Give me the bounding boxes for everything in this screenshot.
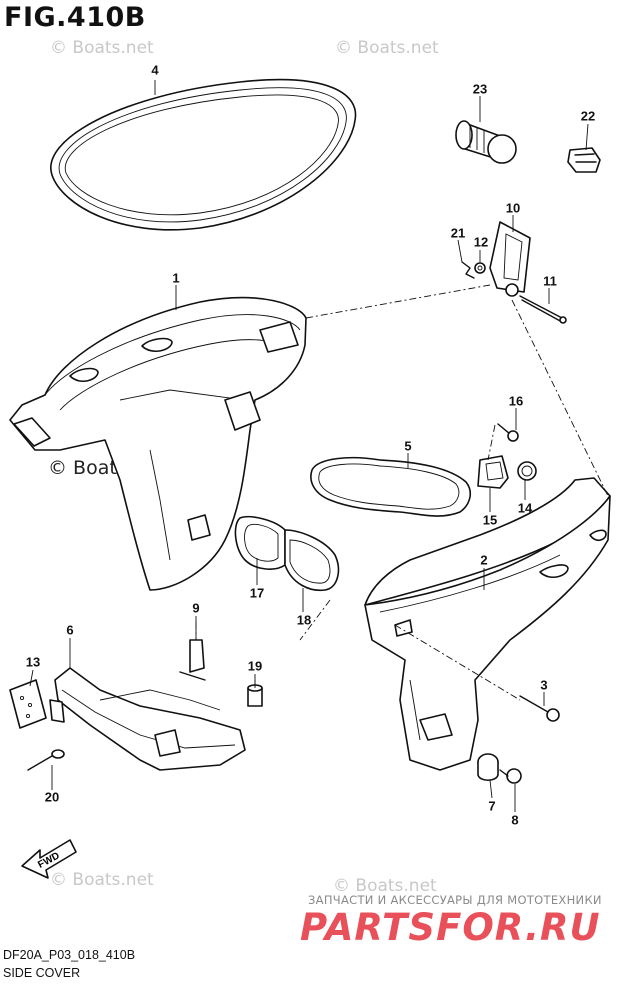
part-18-seal <box>284 529 340 592</box>
part-4-seal <box>50 78 357 231</box>
callout-13: 13 <box>25 654 41 670</box>
part-15-bracket <box>477 455 509 489</box>
part-16-screw <box>497 423 519 442</box>
callout-19: 19 <box>247 658 263 674</box>
part-6-lower-cover <box>49 667 246 771</box>
callout-21: 21 <box>450 225 466 241</box>
part-21-clip <box>461 261 475 279</box>
dealer-logo: PARTSFOR.RU <box>300 906 601 949</box>
callout-2: 2 <box>480 552 488 568</box>
part-13-pad <box>9 679 47 729</box>
part-22-clip <box>567 147 601 173</box>
part-14-cap <box>517 461 537 481</box>
callout-4: 4 <box>151 62 159 78</box>
part-10-bracket <box>489 221 531 297</box>
callout-1: 1 <box>172 270 180 286</box>
part-7-grommet <box>477 753 499 782</box>
part-8-bolt <box>499 768 522 784</box>
callout-22: 22 <box>580 108 596 124</box>
part-11-bolt <box>519 295 567 324</box>
watermark-bottom-left: © Boats.net <box>50 870 154 890</box>
callout-8: 8 <box>511 812 519 828</box>
diagram-code: DF20A_P03_018_410B <box>3 948 136 962</box>
part-23-grommet <box>455 120 517 164</box>
part-17-seal <box>234 515 286 570</box>
callout-6: 6 <box>66 622 74 638</box>
callout-14: 14 <box>517 500 533 516</box>
callout-10: 10 <box>505 200 521 216</box>
callout-17: 17 <box>249 585 265 601</box>
callout-12: 12 <box>473 234 489 250</box>
callout-15: 15 <box>482 512 498 528</box>
fwd-arrow: FWD <box>21 839 77 879</box>
callout-9: 9 <box>192 600 200 616</box>
part-19-sleeve <box>247 684 263 707</box>
part-12-washer <box>474 262 486 274</box>
callout-11: 11 <box>543 273 557 289</box>
callout-7: 7 <box>488 798 496 814</box>
watermark-top-right: © Boats.net <box>335 38 439 58</box>
callout-23: 23 <box>472 81 488 97</box>
callout-20: 20 <box>44 789 60 805</box>
callout-3: 3 <box>540 677 548 693</box>
callout-18: 18 <box>296 612 312 628</box>
dealer-caption: ЗАПЧАСТИ И АКСЕССУАРЫ ДЛЯ МОТОТЕХНИКИ <box>308 893 602 907</box>
part-5-gasket <box>310 456 472 517</box>
part-9-clip <box>179 639 206 681</box>
leader-lines <box>29 80 589 812</box>
callout-5: 5 <box>404 438 412 454</box>
watermark-bottom-mid: © Boats.net <box>333 876 437 896</box>
part-1-side-cover-left <box>9 296 307 591</box>
callout-16: 16 <box>508 393 524 409</box>
part-2-side-cover-right <box>364 477 611 771</box>
part-3-screw <box>519 695 560 722</box>
part-20-rivet <box>27 749 65 771</box>
diagram-name: SIDE COVER <box>3 966 81 980</box>
figure-title: FIG.410B <box>4 2 146 33</box>
watermark-top-left: © Boats.net <box>50 38 154 58</box>
